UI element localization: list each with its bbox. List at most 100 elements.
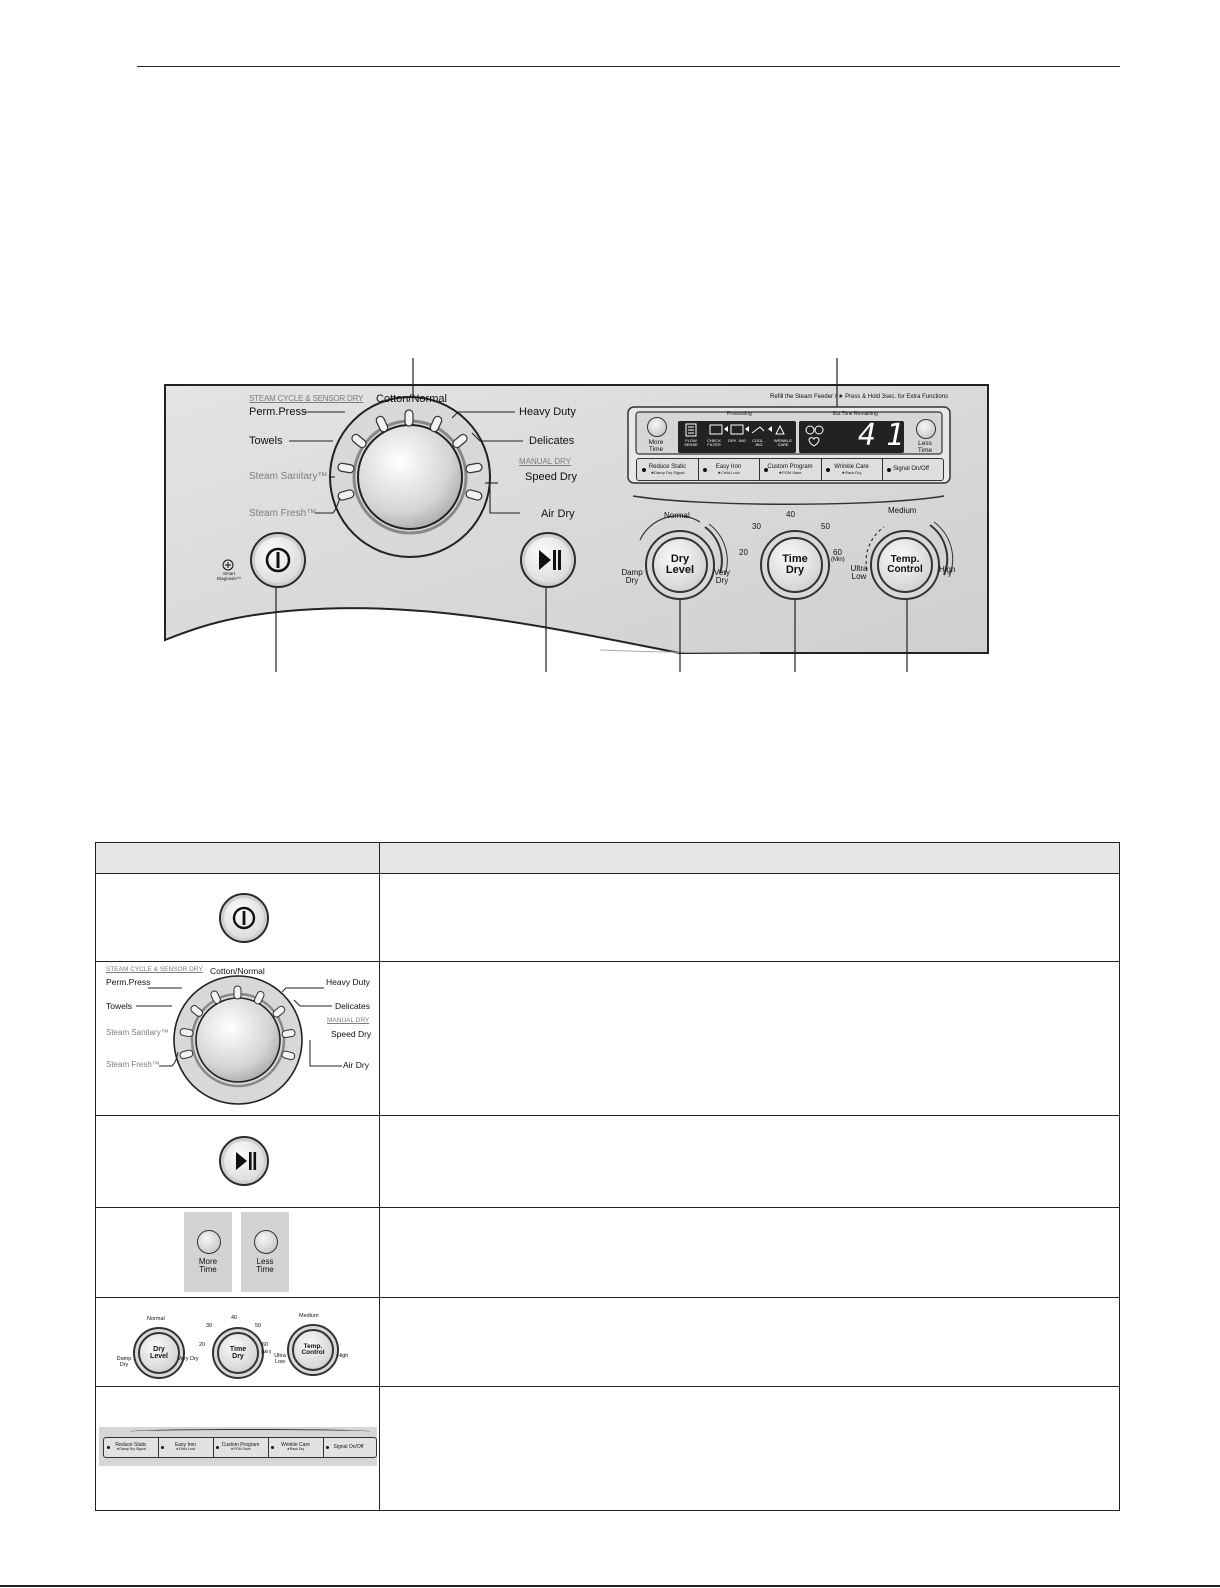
table-option-strip-arc xyxy=(130,1429,370,1434)
cycle-towels: Towels xyxy=(249,435,283,447)
table-time-40: 40 xyxy=(231,1315,238,1321)
temp-ultra-low: Ultra Low xyxy=(850,564,868,581)
table-border-left xyxy=(95,842,96,1511)
table-header-row xyxy=(95,842,1120,873)
bottom-rule xyxy=(0,1585,1220,1587)
table-time-20: 20 xyxy=(199,1342,206,1348)
table-reduce-static-key: Reduce Static ★Damp Dry Signal xyxy=(104,1438,159,1457)
indicator-dot xyxy=(326,1445,329,1449)
cycle-steam-fresh: Steam Fresh™ xyxy=(249,508,317,519)
temp-medium: Medium xyxy=(888,506,917,515)
table-time-dry-knob: Time Dry xyxy=(217,1332,259,1374)
power-icon xyxy=(265,547,291,573)
indicator-dot xyxy=(161,1445,164,1449)
table-temp-label: Temp. Control xyxy=(301,1342,325,1356)
signal-label: Signal On/Off xyxy=(893,466,929,473)
time-dry-knob-label: Time Dry xyxy=(782,553,808,576)
table-option-keys: Reduce Static ★Damp Dry Signal Easy Iron… xyxy=(103,1437,377,1458)
table-time-unit: (Min) xyxy=(261,1349,272,1354)
table-easy-iron-key: Easy Iron ★Child Lock xyxy=(158,1438,214,1457)
cycle-steam-sanitary: Steam Sanitary™ xyxy=(249,471,328,482)
cycle-heavy-duty: Heavy Duty xyxy=(519,406,576,418)
table-custom-program-key: Custom Program ★PGM Save xyxy=(213,1438,269,1457)
smart-diagnosis-label: Smart Diagnosis™ xyxy=(216,571,242,581)
custom-program-label: Custom Program xyxy=(767,464,813,471)
table-less-time-label: Less Time xyxy=(256,1257,274,1274)
table-cycle-steam-fresh: Steam Fresh™ xyxy=(106,1060,160,1069)
steam-cycle-header: STEAM CYCLE & SENSOR DRY xyxy=(249,394,364,403)
dry-level-knob[interactable]: Dry Level xyxy=(652,537,708,593)
table-row-divider xyxy=(95,1386,1120,1387)
table-manual-dry-header: MANUAL DRY xyxy=(327,1017,370,1024)
custom-program-key[interactable]: Custom Program ★PGM Save xyxy=(759,459,822,480)
time-dry-60: 60 xyxy=(833,548,842,557)
cycle-air-dry: Air Dry xyxy=(541,508,575,520)
stage-flow-sense: FLOW SENSE xyxy=(684,438,698,447)
table-row-divider xyxy=(95,1115,1120,1116)
table-temp-medium: Medium xyxy=(299,1313,319,1319)
wrinkle-care-key[interactable]: Wrinkle Care ★Rack Dry xyxy=(821,459,883,480)
play-pause-icon xyxy=(236,1152,257,1170)
indicator-dot xyxy=(216,1445,219,1449)
table-wrinkle-care-key: Wrinkle Care ★Rack Dry xyxy=(268,1438,324,1457)
table-dry-level-knob: Dry Level xyxy=(138,1332,180,1374)
table-dry-very: Very Dry xyxy=(177,1356,199,1362)
time-dry-30: 30 xyxy=(752,522,761,531)
signal-key[interactable]: Signal On/Off xyxy=(882,459,940,480)
cycle-perm-press: Perm.Press xyxy=(249,406,307,418)
easy-iron-label: Easy Iron xyxy=(715,464,742,471)
table-cycle-air-dry: Air Dry xyxy=(343,1060,369,1070)
table-row-divider xyxy=(95,1207,1120,1208)
indicator-dot xyxy=(887,467,891,472)
time-dry-knob[interactable]: Time Dry xyxy=(767,537,823,593)
panel-top-note: Refill the Steam Feeder / ★ Press & Hold… xyxy=(770,394,949,400)
reduce-static-label: Reduce Static xyxy=(648,464,687,471)
indicator-dot xyxy=(642,467,646,472)
table-time-60: 60 xyxy=(262,1342,269,1348)
table-wrinkle-care-label: Wrinkle Care xyxy=(281,1442,310,1449)
less-time-label: Less Time xyxy=(917,440,933,454)
table-border-bottom xyxy=(95,1510,1120,1511)
top-rule xyxy=(137,66,1120,67)
indicator-dot xyxy=(764,467,768,472)
power-button[interactable] xyxy=(250,532,306,588)
table-cycle-steam-sanitary: Steam Sanitary™ xyxy=(106,1028,169,1037)
indicator-dot xyxy=(826,467,830,472)
easy-iron-sub: ★Child Lock xyxy=(717,469,740,475)
reduce-static-sub: ★Damp Dry Signal xyxy=(650,469,685,475)
table-border-right xyxy=(1119,842,1120,1511)
cycle-cotton-normal: Cotton/Normal xyxy=(376,393,447,405)
temp-control-knob[interactable]: Temp. Control xyxy=(877,537,933,593)
start-pause-button[interactable] xyxy=(520,532,576,588)
table-dry-damp: Damp Dry xyxy=(116,1356,132,1368)
status-icons xyxy=(804,424,826,448)
time-dry-unit: (Min) xyxy=(831,557,845,563)
manual-dry-header: MANUAL DRY xyxy=(519,457,572,466)
time-dry-50: 50 xyxy=(821,522,830,531)
table-dry-level-label: Dry Level xyxy=(150,1346,168,1360)
time-dry-20: 20 xyxy=(739,548,748,557)
play-pause-icon xyxy=(539,550,561,570)
table-less-time-button xyxy=(254,1230,278,1254)
easy-iron-key[interactable]: Easy Iron ★Child Lock xyxy=(698,459,760,480)
table-temp-knob: Temp. Control xyxy=(292,1329,334,1371)
cycle-speed-dry: Speed Dry xyxy=(525,471,577,483)
table-cycle-cotton-normal: Cotton/Normal xyxy=(210,966,265,976)
table-cycle-speed-dry: Speed Dry xyxy=(331,1029,372,1039)
less-time-button[interactable] xyxy=(916,419,936,439)
table-custom-program-label: Custom Program xyxy=(221,1442,260,1449)
more-time-button[interactable] xyxy=(647,417,667,437)
table-custom-program-sub: ★PGM Save xyxy=(230,1447,251,1452)
table-easy-iron-sub: ★Child Lock xyxy=(175,1447,196,1452)
table-row-divider xyxy=(95,1297,1120,1298)
custom-program-sub: ★PGM Save xyxy=(778,469,802,475)
temp-control-knob-label: Temp. Control xyxy=(887,554,923,575)
stage-check-filter: CHECK FILTER xyxy=(706,438,721,447)
power-icon xyxy=(232,906,256,930)
dry-level-very-dry: Very Dry xyxy=(713,568,730,585)
table-column-divider xyxy=(379,842,380,1511)
table-reduce-static-label: Reduce Static xyxy=(115,1442,147,1449)
table-temp-high: High xyxy=(337,1353,349,1359)
table-wrinkle-care-sub: ★Rack Dry xyxy=(286,1447,305,1452)
reduce-static-key[interactable]: Reduce Static ★Damp Dry Signal xyxy=(637,459,699,480)
